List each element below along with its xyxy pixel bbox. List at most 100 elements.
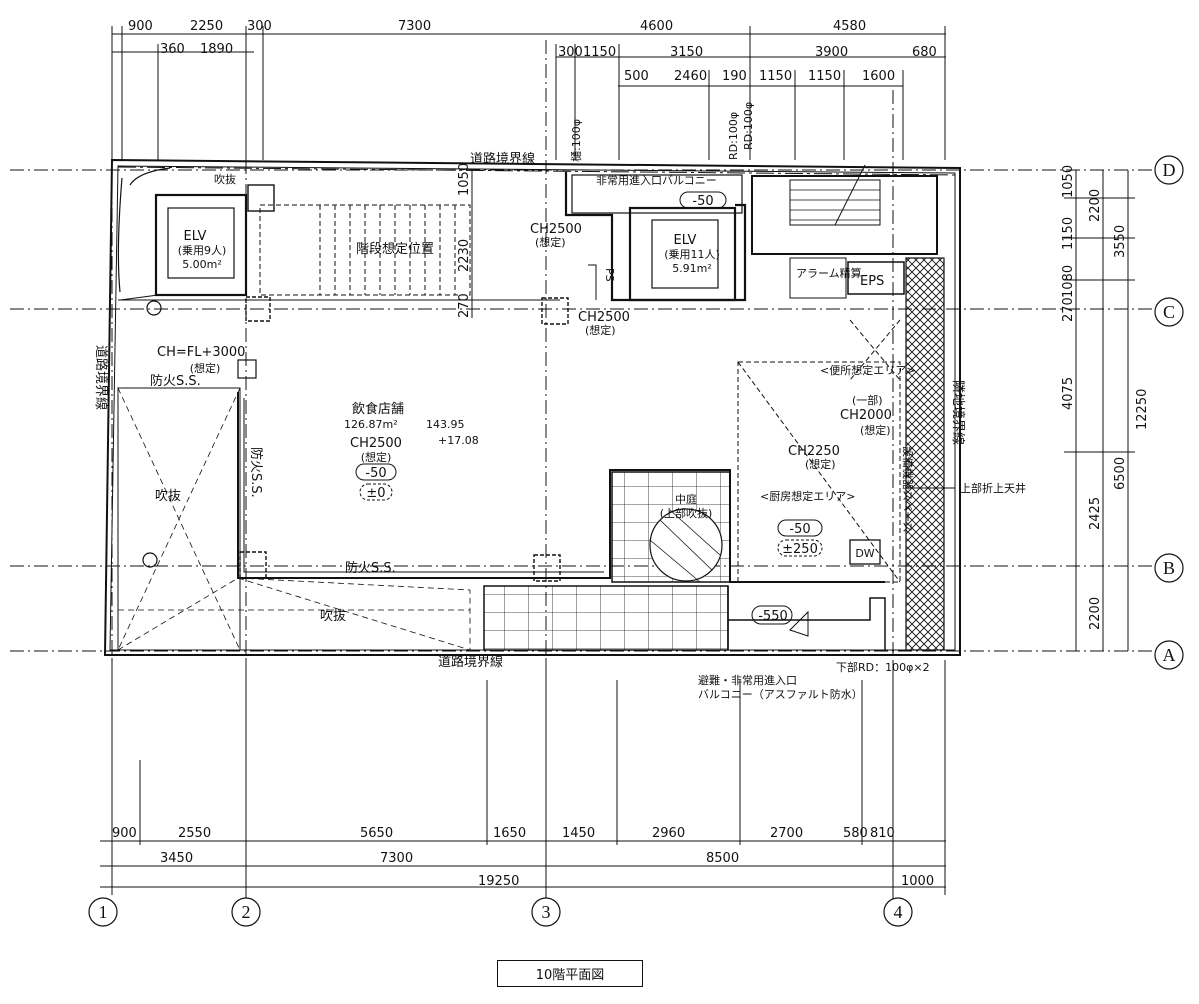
area-note-2: +17.08 xyxy=(438,434,479,447)
road-boundary-top: 道路境界線 xyxy=(470,151,535,167)
court-label: 中庭 xyxy=(675,492,697,506)
top-dimension-row-2: 360 1890 300 1150 3150 3900 680 xyxy=(160,42,937,60)
hatched-wall xyxy=(905,257,945,651)
bottom-dimension-row-2: 3450 7300 8500 xyxy=(160,851,739,866)
bottom-dimension-row-3: 19250 1000 xyxy=(478,874,934,889)
level-m50-a: -50 xyxy=(365,466,386,481)
dim-left-270: 270 xyxy=(457,293,472,318)
dim-bot-580: 580 xyxy=(843,826,868,841)
dim-bot-19250: 19250 xyxy=(478,874,519,889)
dim-right-3550: 3550 xyxy=(1113,225,1128,258)
dim-top-300: 300 xyxy=(247,19,272,34)
elv2-area: 5.91m² xyxy=(672,262,712,275)
fire-ss-3: 防火S.S. xyxy=(345,560,396,576)
bottom-dimension-row-1: 900 2550 5650 1650 1450 2960 2700 580 81… xyxy=(112,826,895,841)
dim-right-2425: 2425 xyxy=(1088,497,1103,530)
dim-top-1600: 1600 xyxy=(862,69,895,84)
grid-axis-bubbles xyxy=(88,155,1184,927)
assumed-label-5: (想定) xyxy=(860,423,891,437)
axis-2: 2 xyxy=(242,902,251,922)
assumed-label-6: (想定) xyxy=(805,457,836,471)
axis-b: B xyxy=(1163,558,1175,578)
dim-bot-2550: 2550 xyxy=(178,826,211,841)
assumed-label-2: (想定) xyxy=(361,450,392,464)
dim-left-1050: 1050 xyxy=(457,163,472,196)
axis-c: C xyxy=(1163,302,1175,322)
dimrd-a: 樋:100φ xyxy=(569,119,583,162)
court-sub-label: (上部吹抜) xyxy=(660,506,713,520)
dim-top-500: 500 xyxy=(624,69,649,84)
dim-right-270: 270 xyxy=(1061,297,1076,322)
ch2250-label: CH2250 xyxy=(788,444,840,459)
elv1-capacity: (乗用9人) xyxy=(178,244,227,257)
dim-top-3900: 3900 xyxy=(815,45,848,60)
level-m50-c: -50 xyxy=(789,522,810,537)
elv1-area: 5.00m² xyxy=(182,258,222,271)
axis-1: 1 xyxy=(99,902,108,922)
equip-space-label: 設備機器スペース xyxy=(901,446,915,533)
dim-top-3150: 3150 xyxy=(670,45,703,60)
level-m550: -550 xyxy=(758,609,788,624)
dimension-lines xyxy=(10,26,1170,910)
dim-top-680: 680 xyxy=(912,45,937,60)
stairs-label: 階段想定位置 xyxy=(356,241,434,257)
dw-label: DW xyxy=(855,547,874,560)
dim-bot-2960: 2960 xyxy=(652,826,685,841)
dim-right-1050: 1050 xyxy=(1061,165,1076,198)
dim-bot-8500: 8500 xyxy=(706,851,739,866)
dim-right-6500: 6500 xyxy=(1113,457,1128,490)
dim-bot-810: 810 xyxy=(870,826,895,841)
left-dims: 1050 2230 270 xyxy=(457,163,472,318)
assumed-label-4: (想定) xyxy=(585,323,616,337)
ch2500-c: CH2500 xyxy=(578,310,630,325)
assumed-label-3: (想定) xyxy=(535,235,566,249)
ch-fl-label: CH=FL+3000 xyxy=(157,345,245,360)
axis-4: 4 xyxy=(894,902,903,922)
elevator-2 xyxy=(564,172,747,302)
elv2-name: ELV xyxy=(674,233,697,248)
ch2000-label: CH2000 xyxy=(840,408,892,423)
lower-right-room xyxy=(727,586,886,650)
upper-ceiling-label: 上部折上天井 xyxy=(960,481,1026,495)
road-boundary-left: 道路境界線 xyxy=(93,345,109,410)
assumed-label-1: (想定) xyxy=(190,361,221,375)
axis-a: A xyxy=(1163,645,1176,665)
lower-rd-label: 下部RD：100φ×2 xyxy=(836,660,930,674)
dim-bot-5650: 5650 xyxy=(360,826,393,841)
dim-bot-2700: 2700 xyxy=(770,826,803,841)
dim-top-300b: 300 xyxy=(558,45,583,60)
axis-d: D xyxy=(1163,160,1176,180)
dim-right-2200: 2200 xyxy=(1088,189,1103,222)
fire-ss-2: 防火S.S. xyxy=(248,447,264,498)
top-dimension-row-3: 500 2460 190 1150 1150 1600 xyxy=(624,69,895,84)
rd100-b: RD:100φ xyxy=(742,102,755,150)
dim-top-360: 360 xyxy=(160,42,185,57)
dim-bot-3450: 3450 xyxy=(160,851,193,866)
dim-top-900: 900 xyxy=(128,19,153,34)
toilet-area xyxy=(737,319,901,583)
dim-top-4580: 4580 xyxy=(833,19,866,34)
drawing-title: 10階平面図 xyxy=(497,960,643,987)
dim-top-2250: 2250 xyxy=(190,19,223,34)
fire-ss-1: 防火S.S. xyxy=(150,373,201,389)
level-p250: ±250 xyxy=(782,542,818,557)
area-note-1: 143.95 xyxy=(426,418,465,431)
dim-right-12250: 12250 xyxy=(1135,389,1150,430)
dim-right-1080: 1080 xyxy=(1061,265,1076,298)
alarm-label: アラーム精算 xyxy=(796,266,862,280)
partial-label: (一部) xyxy=(852,393,883,407)
restaurant-area: 126.87m² xyxy=(344,418,398,431)
dim-top-190: 190 xyxy=(722,69,747,84)
dim-right-4075: 4075 xyxy=(1061,377,1076,410)
dim-top-4600: 4600 xyxy=(640,19,673,34)
elevator-1 xyxy=(117,167,275,322)
fukinuke-label-3: 吹抜 xyxy=(320,608,346,624)
grid-axis-labels: D C B A 1 2 3 4 xyxy=(99,160,1176,922)
axis-3: 3 xyxy=(542,902,551,922)
level-pm0-a: ±0 xyxy=(366,486,385,501)
kitchen-area-label: <厨房想定エリア> xyxy=(760,489,855,503)
dim-bot-1450: 1450 xyxy=(562,826,595,841)
balcony-tiles xyxy=(483,585,729,651)
road-boundary-bottom: 道路境界線 xyxy=(438,654,503,670)
